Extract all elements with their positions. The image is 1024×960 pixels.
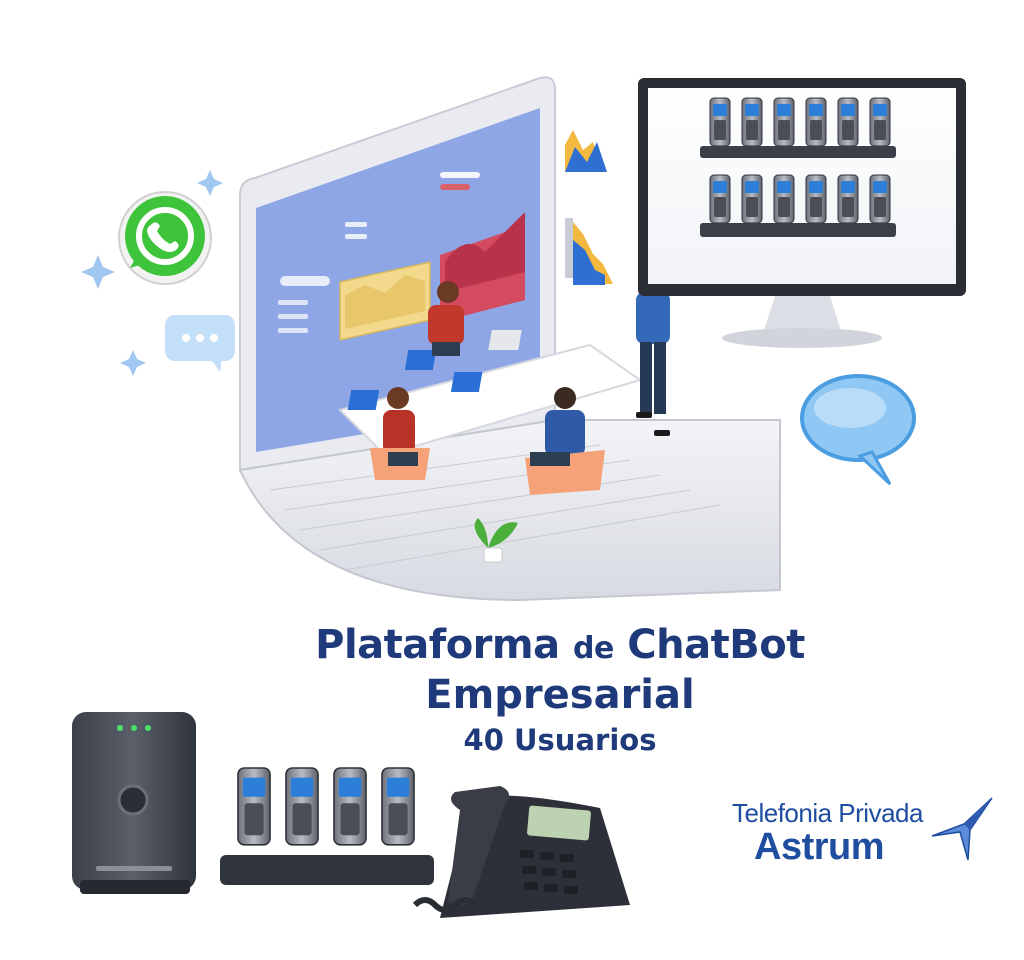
brand-logo: Telefonia Privada Astrum <box>728 796 998 868</box>
whatsapp-icon <box>118 191 212 285</box>
product-title: Plataforma de ChatBot Empresarial 40 Usu… <box>300 622 820 760</box>
desktop-monitor <box>638 78 966 348</box>
brand-star-icon <box>931 797 993 861</box>
sparkle-icon <box>81 170 223 376</box>
chart-decorations <box>565 130 613 285</box>
handsets-row-2 <box>700 174 896 237</box>
meeting-scene <box>338 266 670 563</box>
base-station <box>72 712 196 894</box>
title-line-2: Empresarial <box>425 672 695 718</box>
title-user-count: 40 Usuarios <box>463 723 657 757</box>
brand-name: Astrum <box>754 826 885 868</box>
chat-bubble-icon <box>800 374 916 486</box>
brand-tagline: Telefonia Privada <box>732 798 923 828</box>
title-line-1: Plataforma de ChatBot <box>315 622 805 668</box>
dect-handsets <box>220 767 434 885</box>
handsets-row-1 <box>700 97 896 158</box>
typing-bubble-icon <box>165 315 235 372</box>
desk-phone <box>412 786 630 918</box>
